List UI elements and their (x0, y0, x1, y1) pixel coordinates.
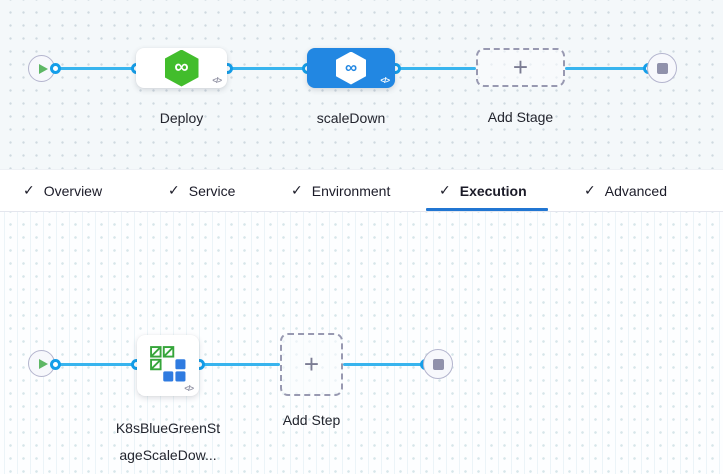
edge-scaledown-to-addstage (395, 67, 476, 70)
add-step-label: Add Step (282, 412, 341, 428)
stage-card-scaledown[interactable]: ∞ </> (307, 48, 395, 88)
harness-cd-stage-icon: ∞ (164, 49, 199, 87)
check-icon: ✓ (23, 182, 35, 198)
infinity-glyph: ∞ (344, 57, 358, 77)
execution-end-node (423, 349, 453, 379)
stage-end-node (647, 53, 677, 83)
edge-start-to-deploy (55, 67, 136, 70)
edge-addstep-to-end (343, 362, 425, 366)
check-icon: ✓ (439, 182, 451, 198)
add-step-button[interactable]: + (280, 333, 343, 396)
k8s-bluegreen-scaledown-icon (150, 345, 186, 381)
edge-deploy-to-scaledown (227, 67, 307, 70)
play-icon (38, 63, 48, 74)
port (49, 62, 61, 74)
stop-icon (656, 62, 668, 74)
check-icon: ✓ (584, 182, 596, 198)
stop-icon (432, 358, 444, 370)
edge-step-to-addstep (199, 362, 280, 366)
code-icon: </> (184, 384, 194, 393)
active-tab-underline (426, 208, 548, 211)
stage-canvas: ∞ </> ∞ </> + Deploy scaleDown Add Stage (0, 0, 723, 169)
stage-label-deploy: Deploy (159, 110, 204, 126)
edge-addstage-to-end (565, 67, 649, 70)
step-label: K8sBlueGreenSt ageScaleDow... (115, 420, 221, 463)
stage-card-deploy[interactable]: ∞ </> (136, 48, 227, 88)
tab-environment[interactable]: ✓ Environment (291, 182, 391, 199)
stage-config-tabbar: ✓ Overview ✓ Service ✓ Environment ✓ Exe… (0, 169, 723, 212)
add-stage-button[interactable]: + (476, 48, 565, 87)
stage-label-scaledown: scaleDown (316, 110, 386, 126)
code-icon: </> (212, 76, 222, 85)
check-icon: ✓ (291, 182, 303, 198)
play-icon (38, 358, 48, 369)
edge-start-to-step (55, 362, 136, 366)
tab-service[interactable]: ✓ Service (168, 182, 236, 199)
check-icon: ✓ (168, 182, 180, 198)
execution-canvas: </> + K8sBlueGreenSt ageScaleDow... Add … (0, 212, 723, 474)
step-card-k8s-bluegreen-scaledown[interactable]: </> (137, 335, 199, 396)
add-stage-label: Add Stage (487, 109, 554, 125)
plus-icon: + (303, 348, 320, 379)
code-icon: </> (380, 76, 390, 85)
plus-icon: + (512, 51, 529, 82)
tab-advanced[interactable]: ✓ Advanced (584, 182, 668, 199)
infinity-glyph: ∞ (174, 56, 189, 78)
harness-cd-stage-icon: ∞ (336, 51, 366, 85)
tab-overview[interactable]: ✓ Overview (23, 182, 103, 199)
port (49, 358, 61, 370)
tab-execution[interactable]: ✓ Execution (439, 182, 527, 199)
